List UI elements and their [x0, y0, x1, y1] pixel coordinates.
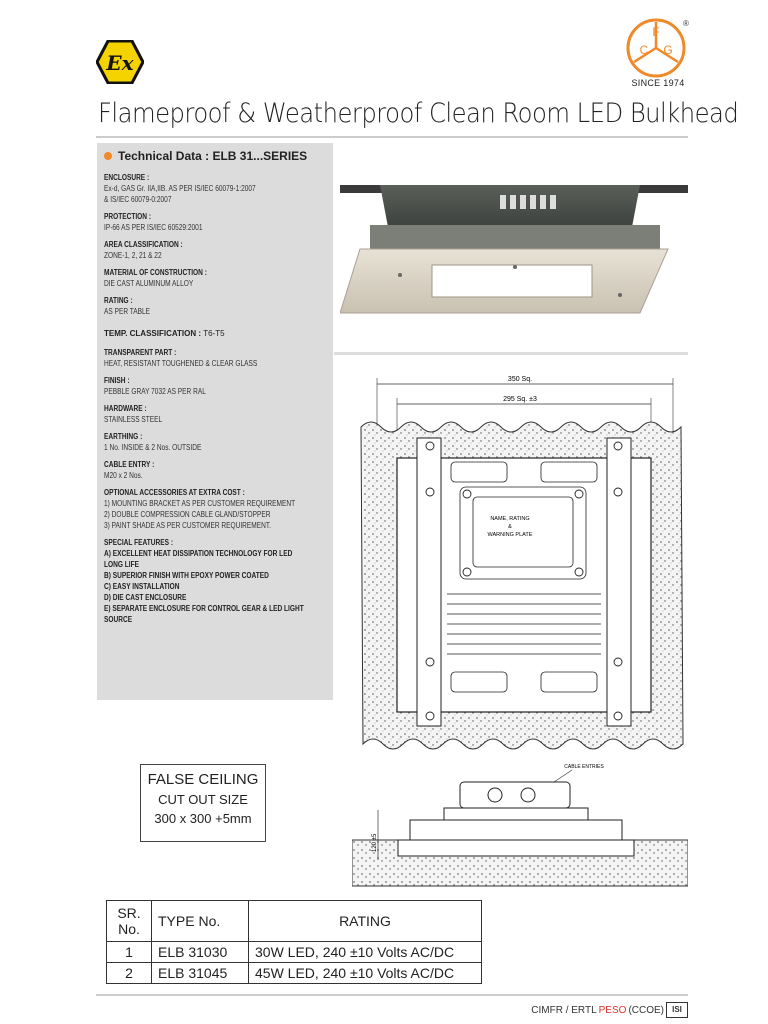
- cell-type: ELB 31030: [151, 941, 249, 963]
- spec-label: OPTIONAL ACCESSORIES AT EXTRA COST :: [104, 488, 245, 497]
- spec-value: 2) DOUBLE COMPRESSION CABLE GLAND/STOPPE…: [104, 510, 271, 519]
- spec-section: PROTECTION : IP-66 AS PER IS/IEC 60529:20…: [104, 211, 326, 233]
- spec-sections-b: TRANSPARENT PART : HEAT, RESISTANT TOUGHE…: [104, 347, 326, 531]
- page-title: Flameproof & Weatherproof Clean Room LED…: [98, 98, 739, 129]
- table-row: 2 ELB 31045 45W LED, 240 ±10 Volts AC/DC: [106, 962, 482, 984]
- dimension-outer: 350 Sq.: [508, 376, 532, 383]
- spec-label: ENCLOSURE :: [104, 173, 150, 182]
- divider-top: [96, 136, 688, 138]
- top-view-drawing: 350 Sq. 295 Sq. ±3 NAME, RATING & WARNIN…: [360, 376, 684, 750]
- spec-value: DIE CAST ALUMINUM ALLOY: [104, 279, 194, 288]
- spec-label: CABLE ENTRY :: [104, 460, 155, 469]
- spec-label: TEMP. CLASSIFICATION : T6-T5: [104, 329, 225, 338]
- footer-prefix: CIMFR / ERTL: [531, 1004, 597, 1016]
- false-ceiling-size: 300 x 300 +5mm: [154, 811, 252, 826]
- spec-value: HEAT, RESISTANT TOUGHENED & CLEAR GLASS: [104, 359, 258, 368]
- special-feature-line: D) DIE CAST ENCLOSURE: [104, 593, 187, 602]
- plate-line-2: &: [508, 524, 512, 530]
- technical-heading: Technical Data : ELB 31...SERIES: [104, 149, 326, 163]
- header-type-no: TYPE No.: [151, 900, 249, 942]
- spec-label: PROTECTION :: [104, 212, 152, 221]
- dimension-inner: 295 Sq. ±3: [503, 396, 537, 403]
- spec-value: 3) PAINT SHADE AS PER CUSTOMER REQUIREME…: [104, 521, 271, 530]
- false-ceiling-box: FALSE CEILING CUT OUT SIZE 300 x 300 +5m…: [140, 764, 266, 842]
- spec-section: RATING : AS PER TABLE: [104, 295, 326, 317]
- spec-value: AS PER TABLE: [104, 307, 151, 316]
- product-photo: [340, 185, 688, 314]
- brand-letter-c: C: [640, 43, 649, 57]
- technical-data-panel: Technical Data : ELB 31...SERIES ENCLOSU…: [97, 143, 333, 700]
- spec-label: SPECIAL FEATURES :: [104, 538, 174, 547]
- false-ceiling-title: FALSE CEILING: [147, 771, 259, 788]
- spec-section: TRANSPARENT PART : HEAT, RESISTANT TOUGHE…: [104, 347, 326, 369]
- spec-section: MATERIAL OF CONSTRUCTION : DIE CAST ALUMI…: [104, 267, 326, 289]
- ex-mark-text: Ex: [105, 51, 134, 75]
- height-dimension: 120 ±5: [372, 833, 378, 852]
- bullet-icon: [104, 152, 112, 160]
- cell-type: ELB 31045: [151, 962, 249, 984]
- registered-mark: ®: [683, 19, 689, 28]
- spec-value: ZONE-1, 2, 21 & 22: [104, 251, 162, 260]
- special-feature-line: SOURCE: [104, 615, 133, 624]
- cell-sr: 2: [106, 962, 152, 984]
- cell-rating: 30W LED, 240 ±10 Volts AC/DC: [248, 941, 482, 963]
- table-row: 1 ELB 31030 30W LED, 240 ±10 Volts AC/DC: [106, 941, 482, 963]
- spec-label: EARTHING :: [104, 432, 143, 441]
- spec-value: PEBBLE GRAY 7032 AS PER RAL: [104, 387, 206, 396]
- since-label: SINCE 1974: [631, 78, 685, 88]
- fcg-brand-logo: F C G ®: [626, 18, 689, 78]
- certification-footer: CIMFR / ERTL PESO (CCOE) ISI: [531, 1002, 688, 1018]
- isi-mark-icon: ISI: [666, 1002, 688, 1018]
- false-ceiling-subtitle: CUT OUT SIZE: [158, 792, 248, 807]
- spec-special-features: SPECIAL FEATURES : A) EXCELLENT HEAT DIS…: [104, 537, 326, 625]
- spec-value: 1) MOUNTING BRACKET AS PER CUSTOMER REQU…: [104, 499, 296, 508]
- brand-letter-g: G: [663, 43, 672, 57]
- plate-line-1: NAME, RATING: [490, 516, 529, 522]
- cell-sr: 1: [106, 941, 152, 963]
- spec-value: T6-T5: [203, 329, 225, 338]
- spec-label: RATING :: [104, 296, 133, 305]
- divider-middle: [334, 352, 688, 355]
- spec-value: M20 x 2 Nos.: [104, 471, 143, 480]
- spec-value: IP-66 AS PER IS/IEC 60529:2001: [104, 223, 203, 232]
- spec-value: & IS/IEC 60079-0:2007: [104, 195, 172, 204]
- spec-sections-a: ENCLOSURE : Ex-d, GAS Gr. IIA,IIB. AS PER…: [104, 172, 326, 317]
- spec-label: AREA CLASSIFICATION :: [104, 240, 183, 249]
- spec-temp: TEMP. CLASSIFICATION : T6-T5: [104, 323, 326, 341]
- spec-section: ENCLOSURE : Ex-d, GAS Gr. IIA,IIB. AS PER…: [104, 172, 326, 205]
- spec-section: FINISH : PEBBLE GRAY 7032 AS PER RAL: [104, 375, 326, 397]
- footer-suffix: (CCOE): [628, 1004, 664, 1016]
- spec-section: AREA CLASSIFICATION : ZONE-1, 2, 21 & 22: [104, 239, 326, 261]
- spec-value: Ex-d, GAS Gr. IIA,IIB. AS PER IS/IEC 600…: [104, 184, 256, 193]
- special-feature-line: B) SUPERIOR FINISH WITH EPOXY POWER COAT…: [104, 571, 269, 580]
- ex-atex-logo: Ex: [96, 40, 144, 84]
- table-header-row: SR. No. TYPE No. RATING: [106, 900, 482, 942]
- header-sr-no: SR. No.: [106, 900, 152, 942]
- brand-letter-f: F: [652, 25, 659, 39]
- special-feature-line: LONG LIFE: [104, 560, 139, 569]
- spec-label: FINISH :: [104, 376, 130, 385]
- cable-entries-label: CABLE ENTRIES: [564, 764, 604, 770]
- special-feature-line: C) EASY INSTALLATION: [104, 582, 180, 591]
- special-feature-line: E) SEPARATE ENCLOSURE FOR CONTROL GEAR &…: [104, 604, 304, 613]
- spec-label: TRANSPARENT PART :: [104, 348, 177, 357]
- spec-value: 1 No. INSIDE & 2 Nos. OUTSIDE: [104, 443, 202, 452]
- special-feature-line: A) EXCELLENT HEAT DISSIPATION TECHNOLOGY…: [104, 549, 293, 558]
- side-view-drawing: CABLE ENTRIES 120 ±5: [352, 764, 688, 887]
- spec-section: HARDWARE : STAINLESS STEEL: [104, 403, 326, 425]
- spec-label: HARDWARE :: [104, 404, 147, 413]
- plate-line-3: WARNING PLATE: [488, 532, 533, 538]
- spec-section: EARTHING : 1 No. INSIDE & 2 Nos. OUTSIDE: [104, 431, 326, 453]
- cell-rating: 45W LED, 240 ±10 Volts AC/DC: [248, 962, 482, 984]
- divider-bottom: [96, 994, 688, 996]
- spec-label: MATERIAL OF CONSTRUCTION :: [104, 268, 207, 277]
- spec-section: OPTIONAL ACCESSORIES AT EXTRA COST : 1) M…: [104, 487, 326, 531]
- footer-peso: PESO: [598, 1004, 627, 1016]
- header-rating: RATING: [248, 900, 482, 942]
- technical-heading-text: Technical Data : ELB 31...SERIES: [118, 149, 308, 163]
- rating-table: SR. No. TYPE No. RATING 1 ELB 31030 30W …: [106, 900, 482, 984]
- spec-value: STAINLESS STEEL: [104, 415, 163, 424]
- spec-section: CABLE ENTRY : M20 x 2 Nos.: [104, 459, 326, 481]
